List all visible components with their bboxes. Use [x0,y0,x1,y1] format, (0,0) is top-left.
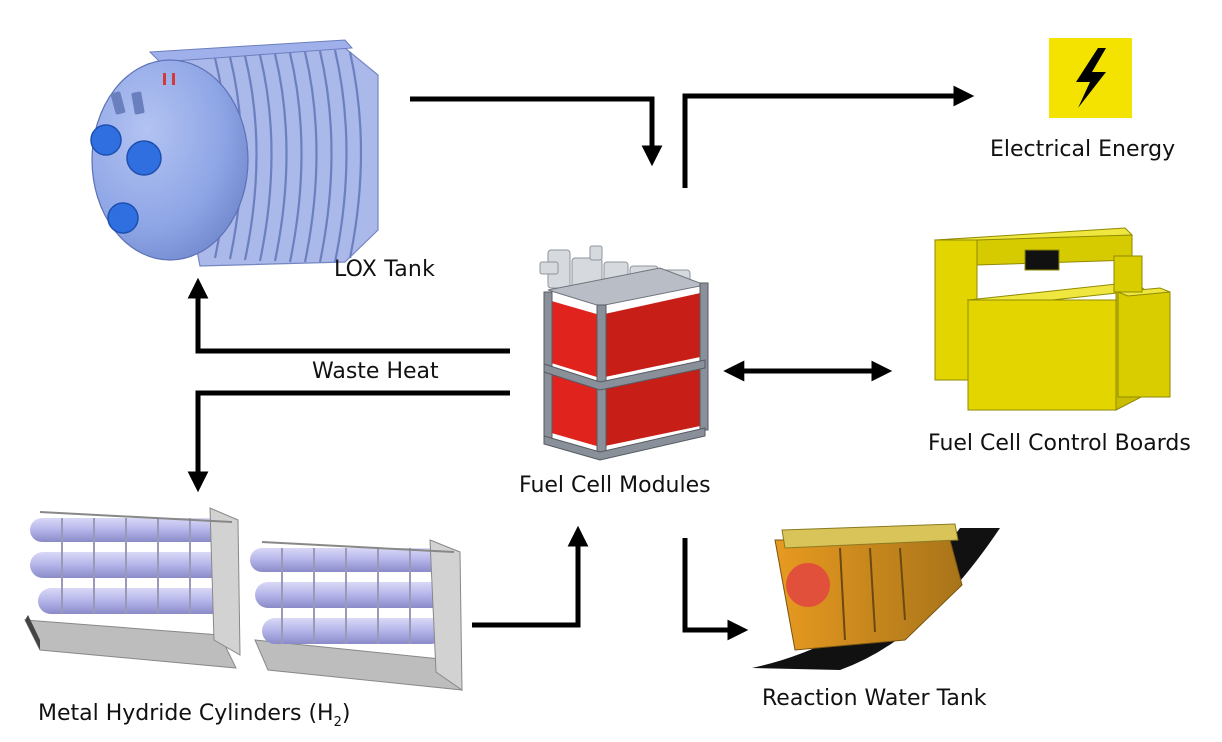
fuel-cell-frame [543,282,709,461]
electrical-energy-label: Electrical Energy [990,137,1175,162]
hydride-cylinders-illustration [24,507,463,691]
hydride-label-subscript: 2 [334,715,342,730]
hydride-pack-right [250,539,463,691]
arrow-lox-to-modules [410,96,663,167]
fuel-cell-modules-illustration [539,245,709,461]
fuel-cell-modules-label: Fuel Cell Modules [519,473,711,498]
lox-tank-nozzles [110,91,145,115]
arrow-hydride-to-modules [472,525,589,628]
lightning-bolt-icon [1049,38,1132,118]
control-boards-illustration [933,227,1171,411]
hydride-label-end: ) [342,701,351,726]
arrow-modules-to-electrical [682,85,975,188]
control-boards-label: Fuel Cell Control Boards [928,431,1191,456]
lox-tank-illustration [90,39,379,267]
water-tank-illustration [752,523,1000,670]
hydride-pack-left [24,507,241,669]
lox-tank-fin-lines [213,49,363,263]
arrow-modules-to-hydride [187,390,510,493]
water-tank-label: Reaction Water Tank [762,686,987,711]
waste-heat-label: Waste Heat [312,359,439,384]
arrow-waste-heat-to-lox [187,277,510,354]
arrow-modules-to-water-tank [682,538,749,641]
lox-tank-red-fittings [163,73,175,85]
lox-tank-top-rail [148,39,354,63]
hydride-cylinders-label: Metal Hydride Cylinders (H2) [38,701,350,730]
lox-tank-label: LOX Tank [334,257,435,282]
hydride-label-main: Metal Hydride Cylinders (H [38,701,334,726]
flow-arrows [187,85,975,641]
lox-tank-ports [90,124,162,234]
